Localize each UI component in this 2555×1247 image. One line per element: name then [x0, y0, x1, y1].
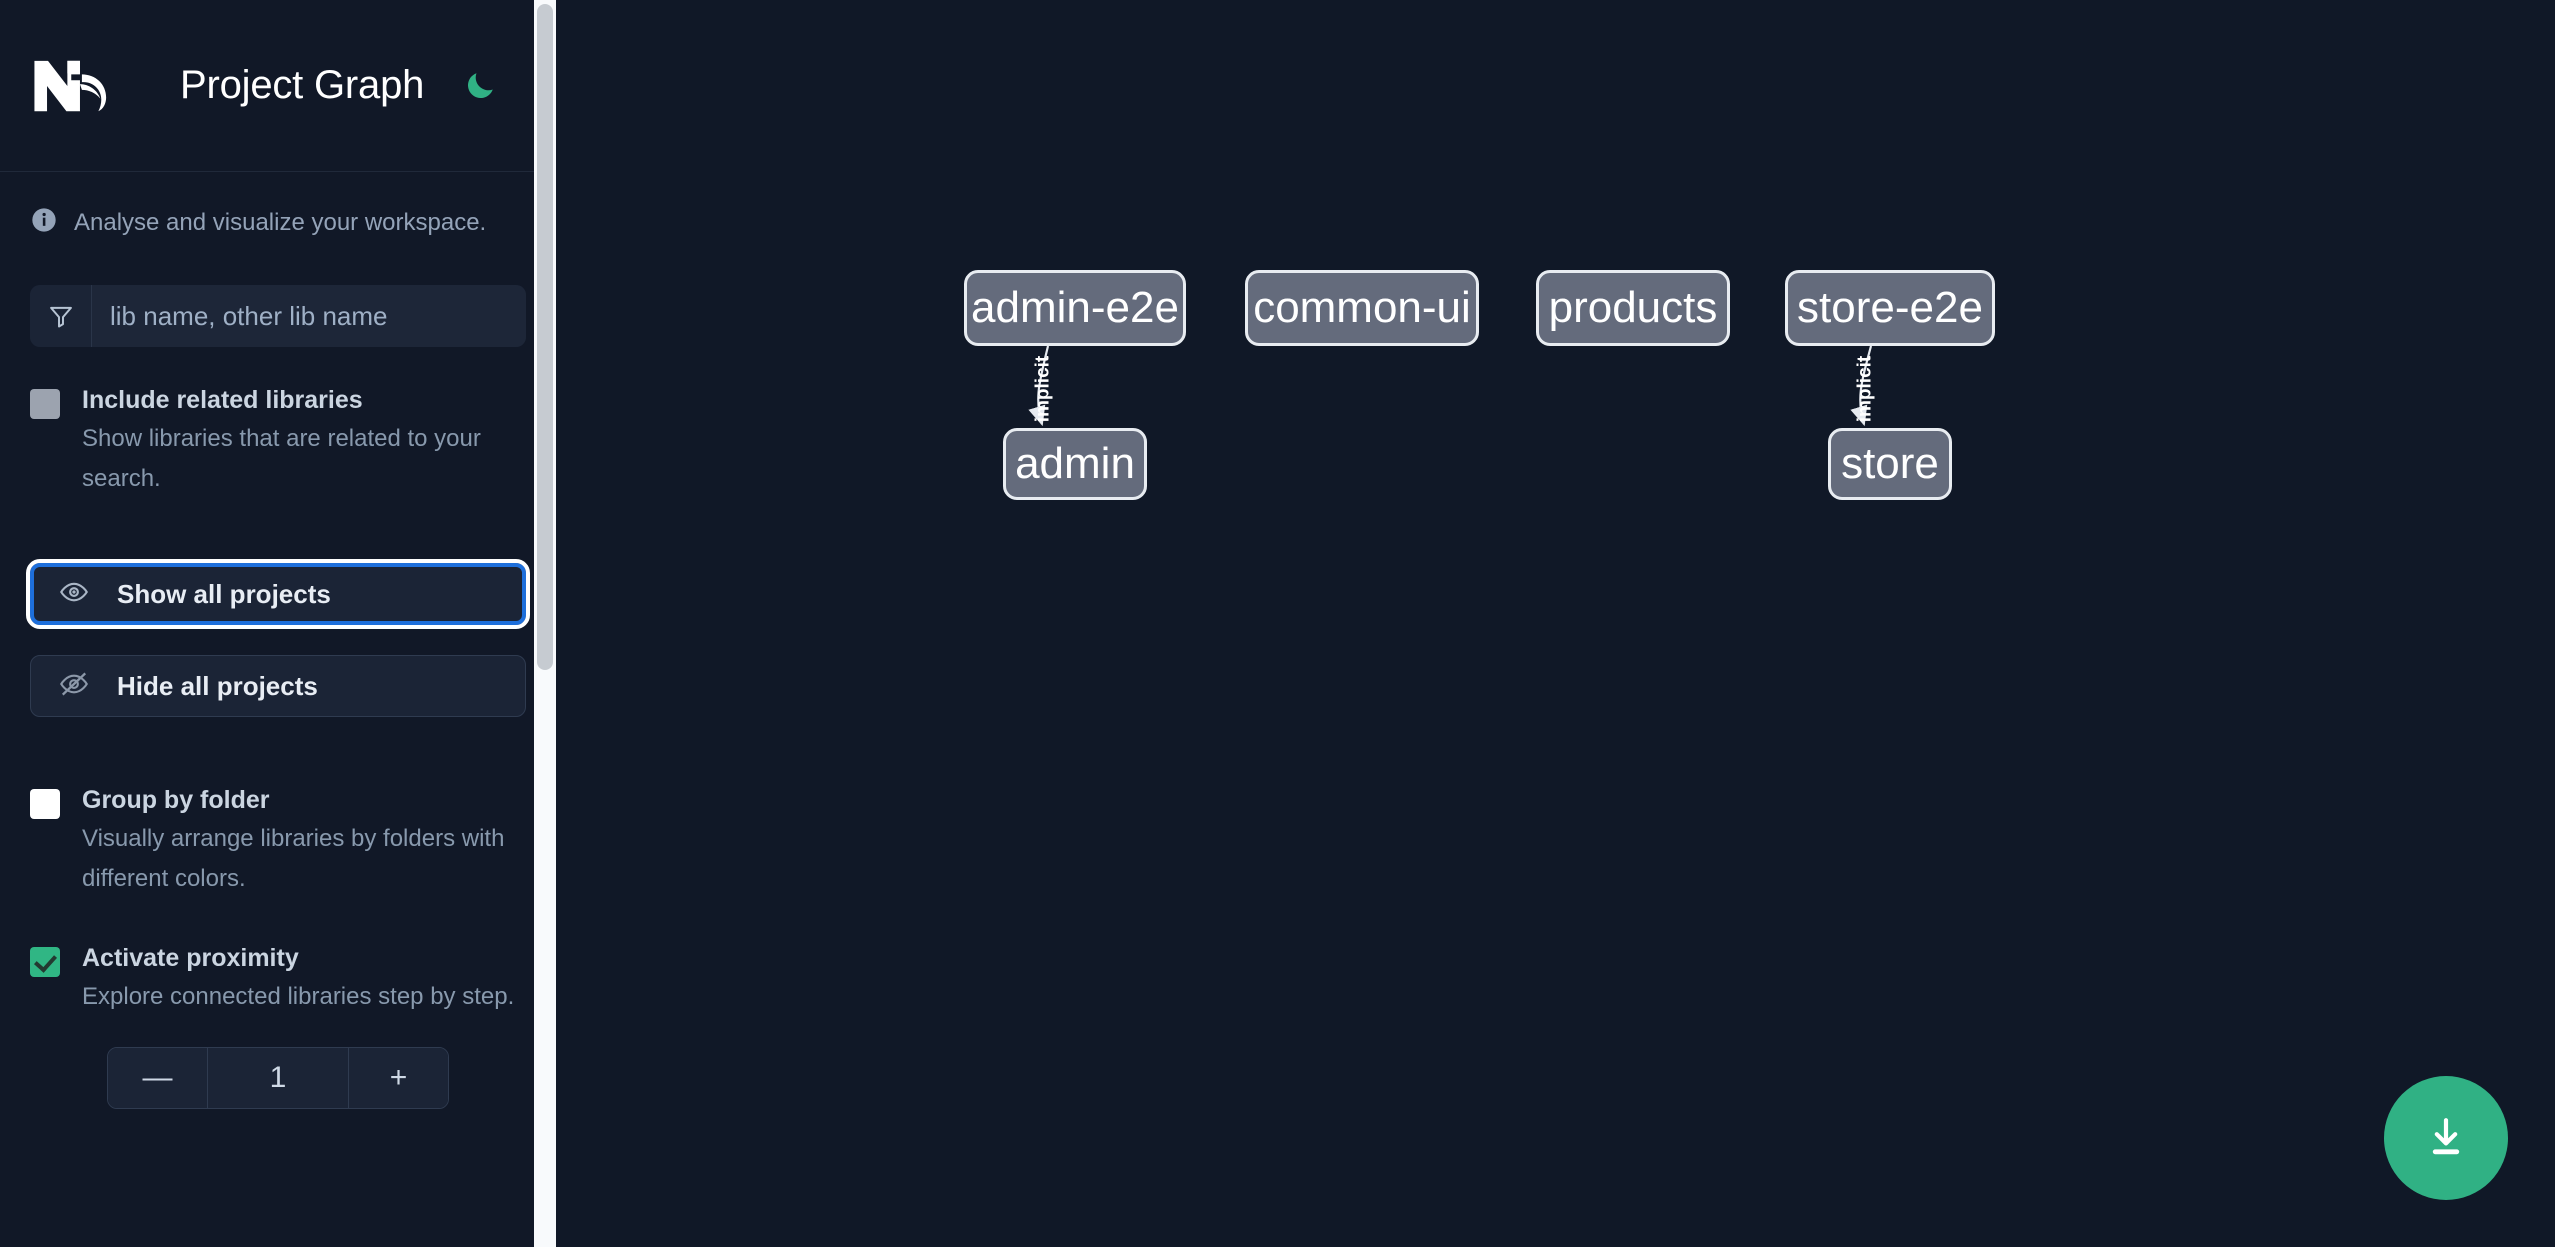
include-related-libraries-checkbox[interactable] [30, 389, 60, 419]
graph-canvas[interactable]: admin-e2e common-ui products store-e2e a… [556, 0, 2555, 1247]
search-input[interactable] [92, 285, 526, 347]
activate-proximity-label: Activate proximity [82, 944, 299, 972]
sidebar-scrollbar[interactable] [534, 0, 556, 1247]
graph-node-admin-e2e[interactable]: admin-e2e [964, 270, 1186, 346]
group-by-folder-checkbox[interactable] [30, 789, 60, 819]
graph-node-label: products [1548, 283, 1718, 332]
graph-node-store-e2e[interactable]: store-e2e [1785, 270, 1995, 346]
graph-node-label: common-ui [1253, 283, 1471, 332]
activate-proximity-checkbox[interactable] [30, 947, 60, 977]
info-circle-icon [30, 206, 58, 239]
filter-row [30, 285, 526, 347]
graph-node-common-ui[interactable]: common-ui [1245, 270, 1479, 346]
graph-edges [1028, 345, 1873, 427]
graph-node-store[interactable]: store [1828, 428, 1952, 500]
include-related-libraries-description: Show libraries that are related to your … [82, 425, 481, 492]
graph-node-label: admin [1015, 439, 1135, 488]
sidebar-body: Include related libraries Show libraries… [0, 285, 556, 1109]
option-activate-proximity: Activate proximity Explore connected lib… [30, 941, 526, 1017]
nx-logo-icon [30, 55, 128, 117]
proximity-stepper: — 1 + [107, 1047, 449, 1109]
graph-node-label: admin-e2e [971, 283, 1179, 332]
hide-all-projects-label: Hide all projects [117, 670, 318, 701]
sidebar-header: Project Graph [0, 0, 556, 172]
include-related-libraries-label: Include related libraries [82, 386, 363, 414]
download-graph-button[interactable] [2384, 1076, 2508, 1200]
graph-node-label: store [1841, 439, 1939, 488]
moon-icon[interactable] [460, 66, 500, 106]
show-all-projects-label: Show all projects [117, 578, 331, 609]
sidebar-info: Analyse and visualize your workspace. [0, 172, 556, 239]
sidebar-info-text: Analyse and visualize your workspace. [74, 208, 487, 236]
graph-node-label: store-e2e [1797, 283, 1983, 332]
proximity-decrement-button[interactable]: — [108, 1048, 208, 1108]
group-by-folder-label: Group by folder [82, 786, 270, 814]
download-icon [2422, 1113, 2470, 1164]
eye-icon [59, 577, 89, 612]
filter-funnel-icon[interactable] [30, 285, 92, 347]
proximity-value: 1 [208, 1048, 348, 1108]
activate-proximity-description: Explore connected libraries step by step… [82, 983, 515, 1010]
graph-node-products[interactable]: products [1536, 270, 1730, 346]
graph-node-admin[interactable]: admin [1003, 428, 1147, 500]
sidebar: Project Graph Analyse and visualize your… [0, 0, 556, 1247]
sidebar-scrollbar-thumb[interactable] [537, 4, 553, 670]
option-include-related-libraries: Include related libraries Show libraries… [30, 383, 526, 499]
proximity-increment-button[interactable]: + [348, 1048, 448, 1108]
group-by-folder-description: Visually arrange libraries by folders wi… [82, 825, 505, 892]
option-group-by-folder: Group by folder Visually arrange librari… [30, 783, 526, 899]
page-title: Project Graph [180, 63, 425, 107]
hide-all-projects-button[interactable]: Hide all projects [30, 655, 526, 717]
show-all-projects-button[interactable]: Show all projects [26, 559, 530, 629]
eye-off-icon [59, 669, 89, 704]
